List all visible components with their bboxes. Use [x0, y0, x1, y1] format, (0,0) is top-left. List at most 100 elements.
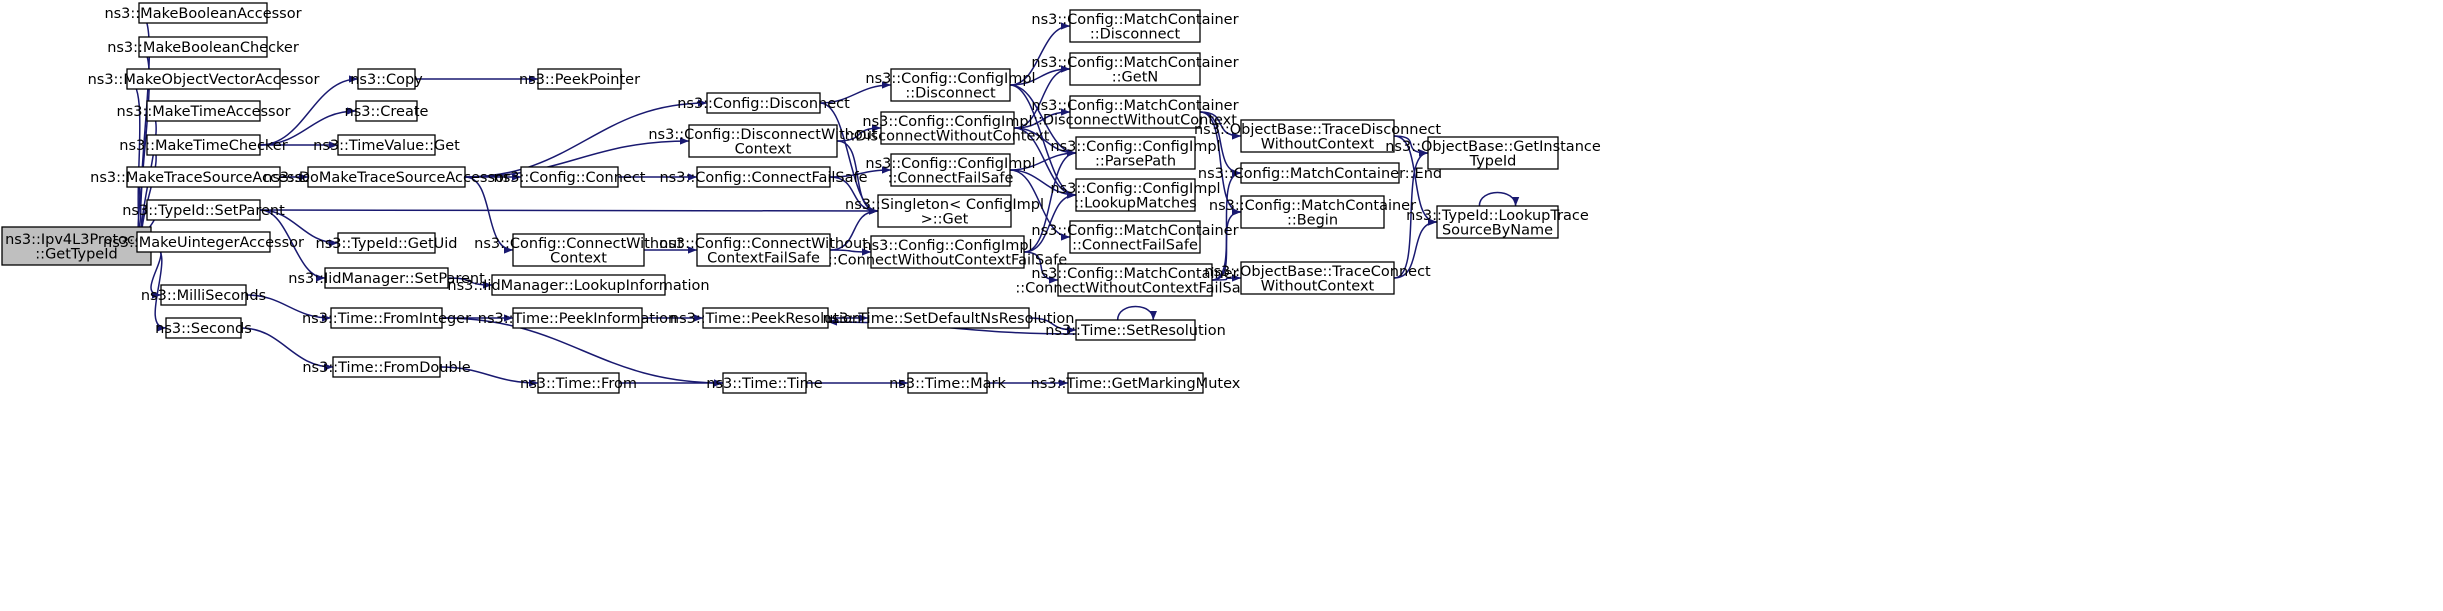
node-peekptr[interactable]: ns3::PeekPointer: [519, 68, 640, 90]
node-tpi[interactable]: ns3::Time::PeekInformation: [478, 307, 677, 329]
node-label: ns3::Config::ConnectWithout: [474, 236, 683, 252]
node-cfgcfs[interactable]: ns3::Config::ConnectFailSafe: [659, 166, 868, 188]
node-label: ::ConnectFailSafe: [1072, 237, 1198, 253]
node-copy[interactable]: ns3::Copy: [350, 68, 423, 90]
node-box: [165, 317, 242, 339]
node-mua[interactable]: ns3::MakeUintegerAccessor: [103, 231, 304, 253]
node-cfgconn[interactable]: ns3::Config::Connect: [494, 166, 646, 188]
node-movac[interactable]: ns3::MakeObjectVectorAccessor: [88, 68, 320, 90]
node-mcbegin[interactable]: ns3::Config::MatchContainer::Begin: [1209, 195, 1416, 229]
node-box: [332, 356, 441, 378]
node-mccwcfs[interactable]: ns3::Config::MatchContainer::ConnectWith…: [1015, 263, 1255, 297]
node-singget[interactable]: ns3::Singleton< ConfigImpl>::Get: [845, 194, 1044, 228]
node-label: ::DisconnectWithoutContext: [1033, 112, 1237, 128]
node-tisp[interactable]: ns3::TypeId::SetParent: [122, 199, 285, 221]
node-label: ns3::Time::Time: [706, 376, 823, 392]
node-cidisc[interactable]: ns3::Config::ConfigImpl::Disconnect: [865, 68, 1036, 102]
node-obtcwc[interactable]: ns3::ObjectBase::TraceConnectWithoutCont…: [1204, 261, 1431, 295]
node-ms[interactable]: ns3::MilliSeconds: [141, 284, 266, 306]
node-box: [1069, 220, 1201, 254]
node-label: ns3::Config::ConfigImpl: [865, 71, 1035, 87]
node-label: ::GetTypeId: [35, 246, 117, 262]
node-label: ns3::DoMakeTraceSourceAccessor: [263, 170, 510, 186]
node-tmark[interactable]: ns3::Time::Mark: [889, 372, 1006, 394]
node-mta[interactable]: ns3::MakeTimeAccessor: [117, 100, 291, 122]
node-mcdisc[interactable]: ns3::Config::MatchContainer::Disconnect: [1031, 9, 1239, 43]
node-box: [126, 68, 281, 90]
node-box: [537, 68, 622, 90]
edge-cfgdisc-to-singget: [819, 102, 879, 215]
node-label: ns3::Config::MatchContainer: [1031, 55, 1238, 71]
node-box: [890, 153, 1011, 187]
node-cfgcwcfs[interactable]: ns3::Config::ConnectWithoutContextFailSa…: [659, 233, 868, 267]
node-label: ::ParsePath: [1095, 153, 1176, 169]
node-cfgdwc[interactable]: ns3::Config::DisconnectWithoutContext: [648, 124, 878, 158]
edge-cfgdisc-to-cidisc: [819, 81, 892, 104]
edge-cfgdwc-to-cidwc: [836, 124, 882, 142]
node-box: [1240, 162, 1400, 184]
node-box: [1075, 178, 1196, 212]
node-label: ns3::Time::SetDefaultNsResolution: [823, 311, 1075, 327]
node-label: ns3::Config::DisconnectWithout: [648, 127, 878, 143]
node-box: [1436, 205, 1559, 239]
node-cidwc[interactable]: ns3::Config::ConfigImpl::DisconnectWitho…: [846, 111, 1050, 145]
node-tpr[interactable]: ns3::Time::PeekResolution: [670, 307, 861, 329]
node-tiguid[interactable]: ns3::TypeId::GetUid: [316, 232, 458, 254]
node-label: ns3::Config::ConfigImpl: [865, 156, 1035, 172]
node-mcgetn[interactable]: ns3::Config::MatchContainer::GetN: [1031, 52, 1239, 86]
node-box: [160, 284, 247, 306]
node-obtdwc[interactable]: ns3::ObjectBase::TraceDisconnectWithoutC…: [1194, 119, 1441, 153]
node-tfrom[interactable]: ns3::Time::From: [520, 372, 637, 394]
node-cfgcwc[interactable]: ns3::Config::ConnectWithoutContext: [474, 233, 683, 267]
node-tvget[interactable]: ns3::TimeValue::Get: [313, 134, 460, 156]
node-cicfs[interactable]: ns3::Config::ConfigImpl::ConnectFailSafe: [865, 153, 1036, 187]
node-ciparse[interactable]: ns3::Config::ConfigImpl::ParsePath: [1050, 136, 1221, 170]
node-mcend[interactable]: ns3::Config::MatchContainer::End: [1198, 162, 1442, 184]
node-label: ::Disconnect: [1090, 26, 1181, 42]
node-tfi[interactable]: ns3::Time::FromInteger: [302, 307, 471, 329]
node-mbc[interactable]: ns3::MakeBooleanChecker: [107, 36, 299, 58]
node-box: [330, 307, 443, 329]
node-label: ns3::Config::ConnectFailSafe: [659, 170, 867, 186]
node-box: [880, 111, 1015, 145]
node-ttime[interactable]: ns3::Time::Time: [706, 372, 823, 394]
node-sec[interactable]: ns3::Seconds: [155, 317, 252, 339]
edge-cidisc-to-mcdisc: [1009, 22, 1071, 86]
node-cicwcfs[interactable]: ns3::Config::ConfigImpl::ConnectWithoutC…: [828, 235, 1067, 269]
node-box: [867, 307, 1030, 329]
node-box: [890, 68, 1011, 102]
node-tfd[interactable]: ns3::Time::FromDouble: [302, 356, 471, 378]
node-mcdwc[interactable]: ns3::Config::MatchContainer::DisconnectW…: [1031, 95, 1239, 129]
edge-tfd-to-tfrom: [439, 366, 539, 387]
node-iidli[interactable]: ns3::IidManager::LookupInformation: [447, 274, 710, 296]
node-box: [512, 233, 645, 267]
node-box: [512, 307, 643, 329]
node-tgmm[interactable]: ns3::Time::GetMarkingMutex: [1031, 372, 1241, 394]
node-dmtsa[interactable]: ns3::DoMakeTraceSourceAccessor: [263, 166, 510, 188]
node-tsdnr[interactable]: ns3::Time::SetDefaultNsResolution: [823, 307, 1075, 329]
node-label: TypeId: [1469, 153, 1517, 169]
node-box: [337, 134, 436, 156]
edge-obtcwc-to-tilts: [1393, 218, 1438, 279]
edge-cicwcfs-to-mccwcfs: [1023, 251, 1059, 284]
nodes-layer: ns3::Ipv4L3Protocol::GetTypeIdns3::MakeB…: [1, 2, 1601, 394]
node-mba[interactable]: ns3::MakeBooleanAccessor: [104, 2, 302, 24]
node-label: ns3::MilliSeconds: [141, 288, 266, 304]
node-cfgdisc[interactable]: ns3::Config::Disconnect: [677, 92, 850, 114]
edge-cidwc-to-mcdwc: [1013, 108, 1071, 129]
node-label: ns3::Config::Connect: [494, 170, 646, 186]
node-cilookup[interactable]: ns3::Config::ConfigImpl::LookupMatches: [1050, 178, 1221, 212]
node-mccfs[interactable]: ns3::Config::MatchContainer::ConnectFail…: [1031, 220, 1239, 254]
node-mtc[interactable]: ns3::MakeTimeChecker: [119, 134, 288, 156]
node-mtsa[interactable]: ns3::MakeTraceSourceAccessor: [90, 166, 317, 188]
node-tsr[interactable]: ns3::Time::SetResolution: [1045, 319, 1226, 341]
node-label: SourceByName: [1442, 222, 1553, 238]
node-label: Context: [550, 250, 607, 266]
node-label: WithoutContext: [1261, 278, 1375, 294]
node-box: [696, 233, 831, 267]
node-iidsp[interactable]: ns3::IidManager::SetParent: [288, 267, 485, 289]
node-label: ::GetN: [1112, 69, 1158, 85]
node-create[interactable]: ns3::Create: [345, 100, 429, 122]
